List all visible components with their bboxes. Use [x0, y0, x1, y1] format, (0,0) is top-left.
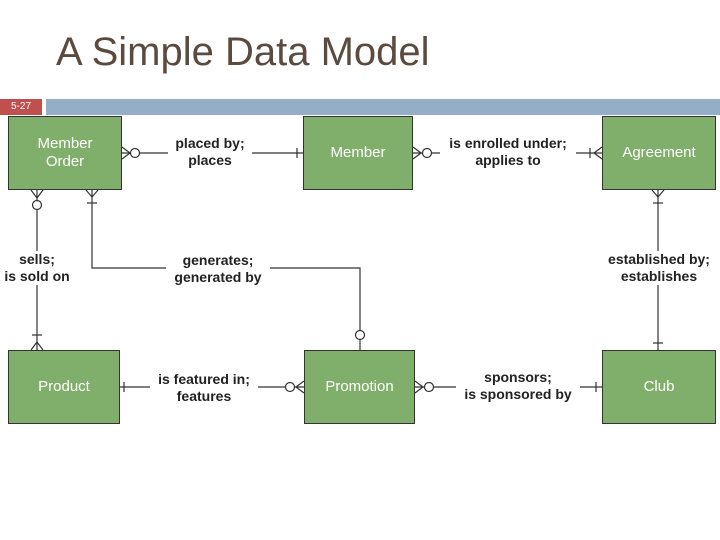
- crowfoot-many-optional-icon: [121, 146, 141, 160]
- crowfoot-many-mandatory-icon: [589, 146, 603, 160]
- relationship-label-line: is featured in;: [158, 371, 250, 387]
- entity-member: Member: [303, 116, 413, 190]
- relationship-label-line: established by;: [608, 251, 710, 267]
- relationship-label-line: placed by;: [175, 135, 245, 151]
- relationship-label-line: sells;: [19, 251, 55, 267]
- entity-agreement: Agreement: [602, 116, 716, 190]
- slide-number: 5-27: [0, 99, 42, 115]
- relationship-label-line: is sold on: [4, 268, 70, 284]
- relationship-label-line: places: [188, 152, 232, 168]
- entity-member-order: Member Order: [8, 116, 122, 190]
- crowfoot-many-optional-icon: [284, 380, 305, 394]
- header-bar: [46, 99, 720, 115]
- relationship-label-line: is enrolled under;: [449, 135, 567, 151]
- relationship-label-generates: generates; generated by: [166, 252, 270, 286]
- entity-club: Club: [602, 350, 716, 424]
- crowfoot-many-optional-icon: [30, 189, 44, 211]
- relationship-label-sponsors: sponsors; is sponsored by: [456, 369, 580, 403]
- relationship-label-line: sponsors;: [484, 369, 552, 385]
- entity-promotion: Promotion: [304, 350, 415, 424]
- crowfoot-many-optional-icon: [414, 380, 435, 394]
- optional-one-icon: [354, 329, 366, 341]
- slide-title: A Simple Data Model: [56, 30, 430, 74]
- relationship-label-line: generated by: [174, 269, 262, 285]
- crowfoot-many-optional-icon: [412, 146, 433, 160]
- mandatory-many-icon: [85, 189, 99, 204]
- relationship-label-featured-in: is featured in; features: [150, 371, 258, 405]
- crowfoot-many-mandatory-icon: [651, 189, 665, 204]
- relationship-label-line: applies to: [475, 152, 541, 168]
- relationship-label-enrolled-under: is enrolled under; applies to: [440, 135, 576, 169]
- relationship-label-sells: sells; is sold on: [0, 251, 74, 285]
- relationship-label-placed-by: placed by; places: [168, 135, 252, 169]
- relationship-label-line: generates;: [182, 252, 254, 268]
- relationship-label-established-by: established by; establishes: [600, 251, 718, 285]
- crowfoot-many-mandatory-icon: [30, 334, 44, 351]
- relationship-label-line: is sponsored by: [464, 386, 572, 402]
- relationship-label-line: establishes: [620, 268, 698, 284]
- relationship-label-line: features: [176, 388, 232, 404]
- entity-product: Product: [8, 350, 120, 424]
